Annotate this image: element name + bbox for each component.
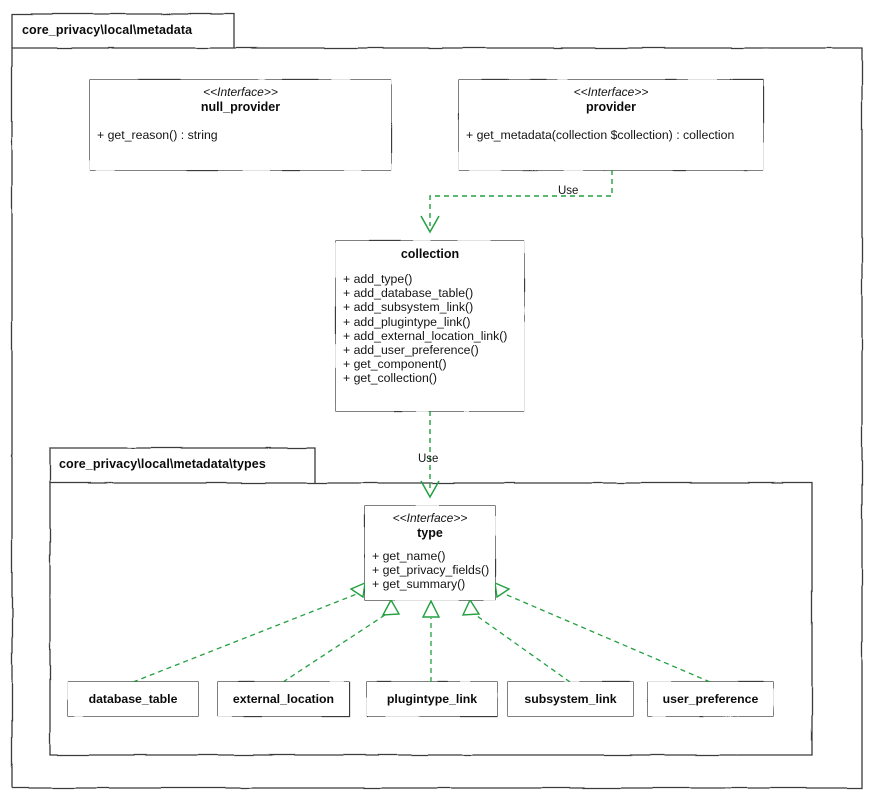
arrowhead-triangle-user_preference	[494, 581, 511, 599]
class-name-type: type	[417, 526, 443, 540]
class-header-null_provider: <<Interface>> null_provider	[90, 80, 391, 115]
arrowhead-triangle-database_table	[349, 581, 366, 599]
class-collection[interactable]: collection + add_type() + add_database_t…	[336, 241, 524, 411]
members-collection: + add_type() + add_database_table() + ad…	[336, 268, 524, 386]
relation-user_preference-realizes-type	[499, 591, 711, 683]
arrowhead-triangle-plugintype_link	[421, 599, 441, 618]
package-label-metadata: core_privacy\local\metadata	[22, 23, 193, 37]
member-row: + add_plugintype_link()	[343, 314, 471, 329]
relation-provider-uses-collection	[429, 170, 613, 226]
class-provider[interactable]: <<Interface>> provider + get_metadata(co…	[459, 80, 763, 170]
member-row: + add_user_preference()	[343, 343, 479, 358]
class-type[interactable]: <<Interface>> type + get_name() + get_pr…	[365, 506, 495, 600]
members-null_provider: + get_reason() : string	[90, 124, 391, 142]
members-type: + get_name() + get_privacy_fields() + ge…	[365, 545, 495, 592]
arrowhead-open-v-collection	[420, 215, 440, 234]
member-row: + add_database_table()	[343, 286, 474, 301]
member-row: + get_privacy_fields()	[372, 563, 490, 578]
arrowhead-triangle-subsystem_link	[461, 598, 481, 616]
class-name-provider: provider	[585, 100, 636, 114]
member-row: + get_name()	[372, 549, 446, 563]
class-header-provider: <<Interface>> provider	[459, 80, 763, 115]
class-null_provider[interactable]: <<Interface>> null_provider + get_reason…	[90, 80, 391, 170]
package-label-types: core_privacy\local\metadata\types	[59, 457, 266, 471]
class-subsystem_link[interactable]: subsystem_link	[508, 682, 633, 716]
member-row: + get_collection()	[343, 371, 437, 386]
class-name-null_provider: null_provider	[200, 100, 281, 114]
relation-label-provider-uses-collection: Use	[558, 185, 579, 197]
class-database_table[interactable]: database_table	[68, 682, 198, 716]
arrowhead-triangle-external_location	[381, 598, 401, 616]
member-row: + add_external_location_link()	[343, 328, 508, 343]
members-provider: + get_metadata(collection $collection) :…	[459, 124, 763, 142]
class-name-database_table: database_table	[88, 692, 178, 706]
class-name-external_location: external_location	[232, 692, 335, 706]
relation-external_location-realizes-type	[282, 610, 392, 683]
class-name-user_preference: user_preference	[662, 692, 759, 706]
relation-label-collection-uses-type: Use	[418, 453, 439, 465]
member-row: + add_subsystem_link()	[343, 300, 474, 315]
member-row: + get_metadata(collection $collection) :…	[466, 128, 735, 142]
stereotype-provider: <<Interface>>	[573, 85, 649, 99]
class-plugintype_link[interactable]: plugintype_link	[367, 682, 497, 716]
stereotype-type: <<Interface>>	[392, 511, 468, 525]
class-header-type: <<Interface>> type	[365, 506, 495, 541]
stereotype-null_provider: <<Interface>>	[203, 85, 278, 99]
class-header-collection: collection	[336, 241, 524, 262]
class-name-subsystem_link: subsystem_link	[524, 692, 617, 706]
class-name-plugintype_link: plugintype_link	[386, 692, 478, 706]
relation-database_table-realizes-type	[132, 591, 363, 683]
class-external_location[interactable]: external_location	[218, 682, 349, 716]
class-user_preference[interactable]: user_preference	[648, 682, 773, 716]
member-row: + add_type()	[343, 272, 413, 286]
relation-subsystem_link-realizes-type	[469, 610, 571, 683]
member-row: + get_reason() : string	[97, 128, 218, 142]
arrowhead-open-v-type	[420, 480, 440, 499]
class-name-collection: collection	[400, 247, 460, 261]
member-row: + get_component()	[343, 357, 447, 372]
member-row: + get_summary()	[372, 577, 466, 592]
